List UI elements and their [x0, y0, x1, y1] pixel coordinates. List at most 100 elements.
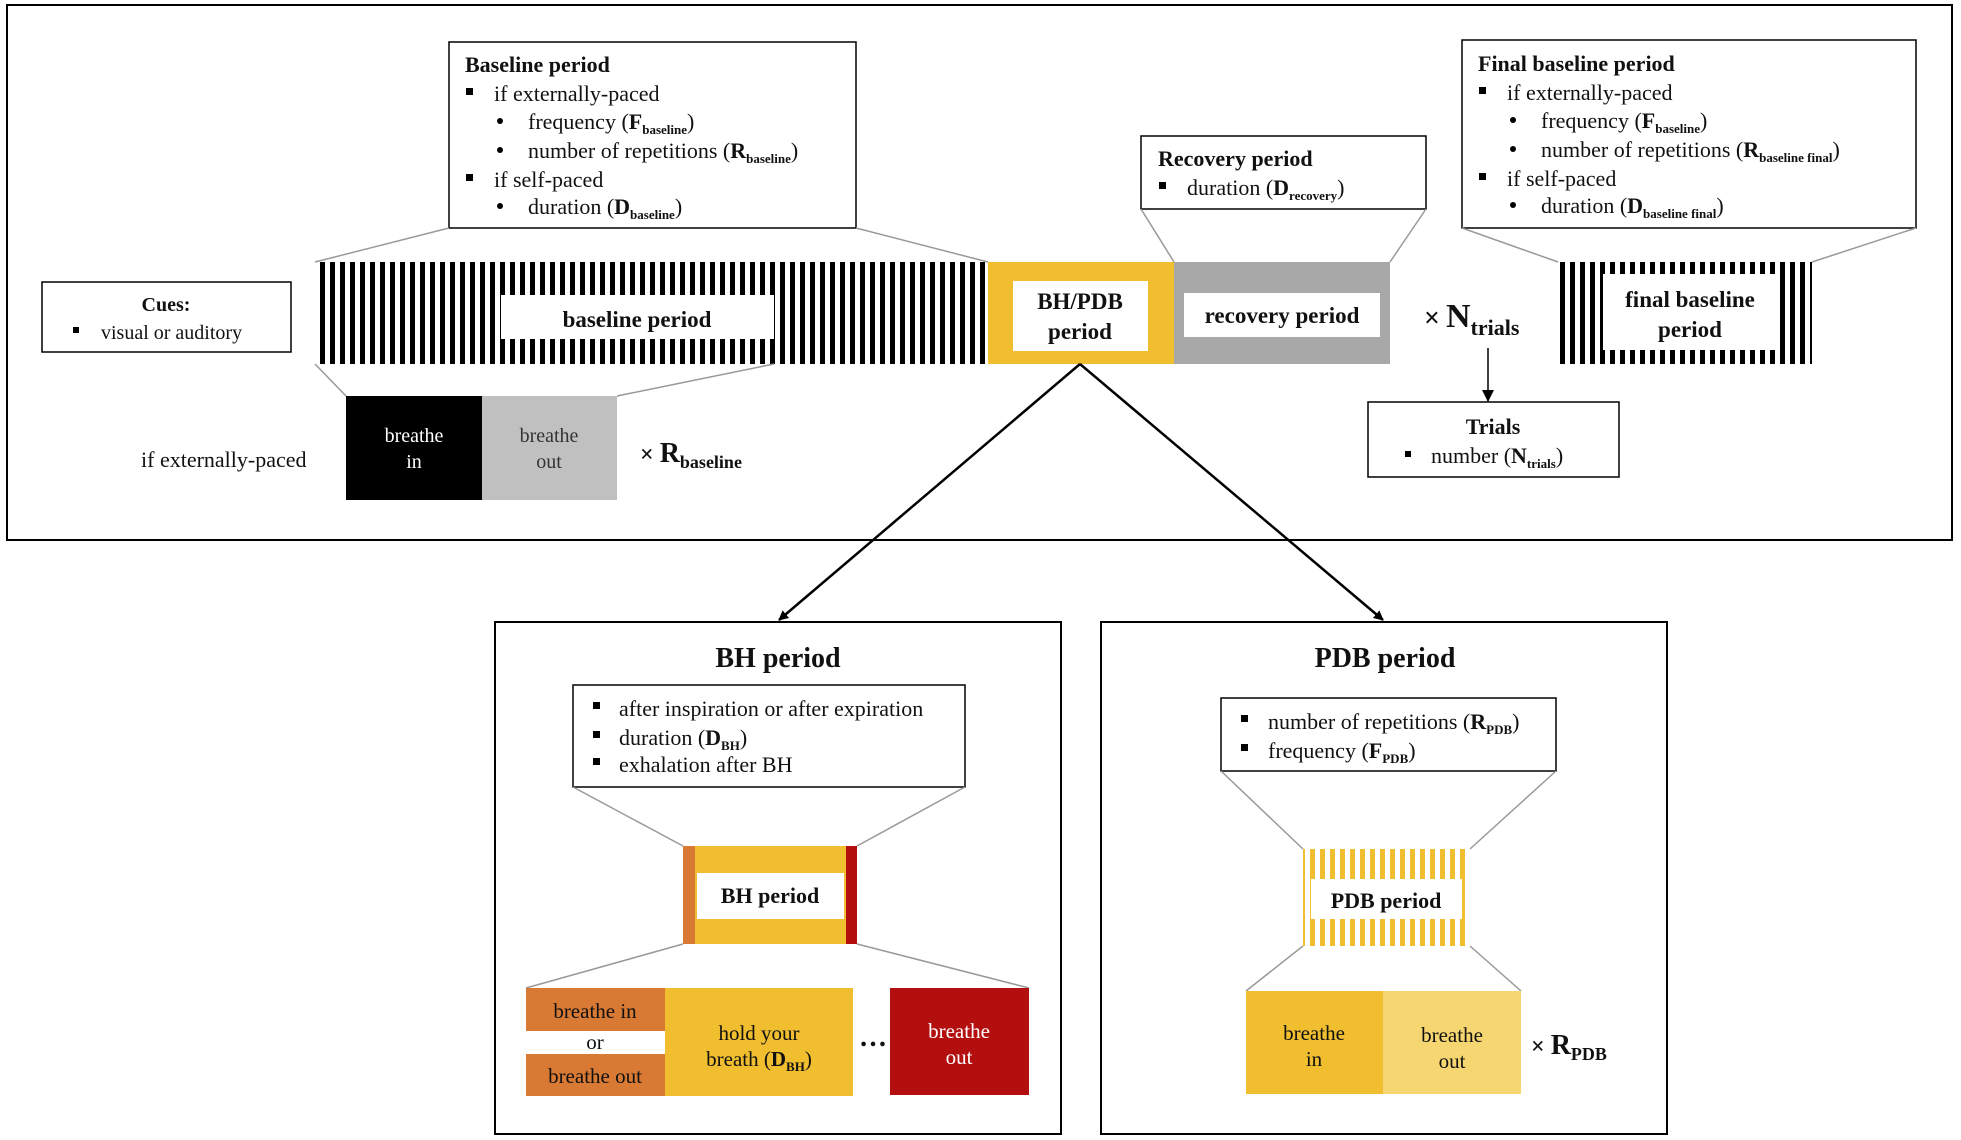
final-label-box: [1603, 274, 1777, 350]
breathe-in-line1: breathe: [385, 425, 444, 447]
breathe-out-line2: out: [536, 451, 562, 473]
bh-breathe-out-label: breathe out: [548, 1064, 642, 1088]
pdb-breathe-in-line2: in: [1306, 1047, 1323, 1071]
bullet-square: [1479, 173, 1486, 180]
connector-line: [314, 227, 450, 263]
bh-info-box: after inspiration or after expiration du…: [572, 684, 966, 788]
recovery-label-box: [1184, 293, 1380, 337]
bullet-dot: [497, 118, 503, 124]
rpdb-multiplier: ×RPDB: [1531, 1030, 1607, 1064]
bh-info-line1: after inspiration or after expiration: [619, 696, 923, 721]
trials-title: Trials: [1466, 414, 1521, 439]
breathe-out-line1: breathe: [520, 425, 579, 447]
bh-bar-label: BH period: [721, 883, 819, 908]
recovery-segment-label: recovery period: [1205, 303, 1360, 328]
top-panel-frame: [6, 4, 1953, 541]
connector-line: [616, 363, 775, 397]
hold-breath-block: hold your breath (DBH): [665, 988, 853, 1096]
pdb-panel-title: PDB period: [1315, 643, 1456, 674]
final-info-line2: frequency (Fbaseline): [1541, 108, 1707, 136]
connector-line: [856, 786, 966, 847]
connector-line: [1469, 770, 1557, 850]
pdb-period-bar: PDB period: [1303, 849, 1470, 946]
bh-exhale-line2: out: [946, 1045, 973, 1069]
bullet-square: [73, 327, 79, 333]
connector-line: [1220, 770, 1304, 850]
bh-exhale-block: breathe out: [890, 988, 1029, 1095]
bullet-dot: [1510, 202, 1516, 208]
final-info-title: Final baseline period: [1478, 51, 1675, 76]
bullet-square: [466, 174, 473, 181]
arrow-to-bh: [778, 363, 1081, 621]
bh-breathe-in-label: breathe in: [553, 999, 637, 1023]
baseline-info-box: Baseline period if externally-paced freq…: [448, 41, 857, 229]
final-info-line3: number of repetitions (Rbaseline final): [1541, 137, 1840, 165]
hold-line1: hold your: [718, 1021, 799, 1045]
bh-exhale-line1: breathe: [928, 1019, 990, 1043]
hold-line2: breath (DBH): [706, 1047, 812, 1074]
bullet-square: [593, 702, 600, 709]
bullet-square: [466, 88, 473, 95]
pdb-breathe-out-line1: breathe: [1421, 1023, 1483, 1047]
cues-item: visual or auditory: [101, 322, 242, 344]
breathe-in-block: breathe in: [346, 396, 482, 500]
bh-panel-frame: [494, 621, 1062, 1135]
connector-line: [314, 363, 347, 397]
pdb-breathe-out-block: breathe out: [1383, 991, 1521, 1094]
bh-panel-title: BH period: [715, 643, 841, 674]
connector-line: [1140, 208, 1175, 263]
baseline-info-line2: frequency (Fbaseline): [528, 109, 694, 137]
recovery-info-line1: duration (Drecovery): [1187, 175, 1345, 203]
final-info-line4: if self-paced: [1507, 166, 1616, 191]
breathe-out-block: breathe out: [482, 396, 617, 500]
breathe-in-line2: in: [406, 451, 422, 473]
connector-line: [855, 227, 989, 263]
baseline-info-title: Baseline period: [465, 52, 610, 77]
bhpdb-label-line2: period: [1048, 319, 1112, 344]
cues-box: Cues: visual or auditory: [41, 281, 292, 353]
bullet-square: [1405, 451, 1411, 457]
arrow-to-pdb: [1079, 363, 1384, 621]
baseline-info-line1: if externally-paced: [494, 81, 660, 106]
connector-line: [572, 786, 684, 847]
bullet-dot: [1510, 117, 1516, 123]
final-baseline-segment: final baseline period: [1558, 262, 1812, 364]
baseline-segment-label: baseline period: [563, 307, 712, 332]
bullet-square: [1479, 87, 1486, 94]
baseline-info-line5: duration (Dbaseline): [528, 194, 682, 222]
pdb-panel-frame: [1100, 621, 1668, 1135]
final-info-line5: duration (Dbaseline final): [1541, 193, 1724, 221]
bh-bar-label-box: [697, 873, 844, 919]
recovery-info-title: Recovery period: [1158, 146, 1313, 171]
baseline-info-line3: number of repetitions (Rbaseline): [528, 138, 798, 166]
pdb-bar-label: PDB period: [1331, 888, 1442, 913]
bullet-square: [593, 758, 600, 765]
cues-title: Cues:: [142, 294, 191, 316]
ellipsis: …: [859, 1022, 887, 1053]
bh-info-line3: exhalation after BH: [619, 752, 793, 777]
pdb-info-line2: frequency (FPDB): [1268, 738, 1416, 766]
bullet-dot: [497, 203, 503, 209]
connector-line: [1469, 945, 1522, 992]
recovery-info-box: Recovery period duration (Drecovery): [1140, 135, 1427, 210]
timeline-bar: baseline period BH/PDB period recovery p…: [315, 262, 1390, 364]
bullet-square: [1241, 715, 1248, 722]
bullet-square: [593, 731, 600, 738]
baseline-label-box: [501, 295, 774, 339]
pdb-info-line1: number of repetitions (RPDB): [1268, 709, 1519, 737]
final-baseline-info-box: Final baseline period if externally-pace…: [1461, 39, 1917, 229]
final-label-line2: period: [1658, 317, 1722, 342]
bh-or-label: or: [586, 1030, 604, 1054]
pdb-breathe-in-block: breathe in: [1246, 991, 1383, 1094]
bullet-dot: [497, 147, 503, 153]
final-info-line1: if externally-paced: [1507, 80, 1673, 105]
bh-breathe-in-block: breathe in: [526, 988, 665, 1031]
bh-period-bar: BH period: [683, 846, 857, 944]
connector-line: [525, 943, 684, 989]
pdb-bar-label-box: [1311, 879, 1462, 919]
bullet-dot: [1510, 146, 1516, 152]
bhpdb-label-line1: BH/PDB: [1037, 289, 1123, 314]
bh-info-line2: duration (DBH): [619, 725, 747, 753]
pdb-info-box: number of repetitions (RPDB) frequency (…: [1220, 697, 1557, 772]
